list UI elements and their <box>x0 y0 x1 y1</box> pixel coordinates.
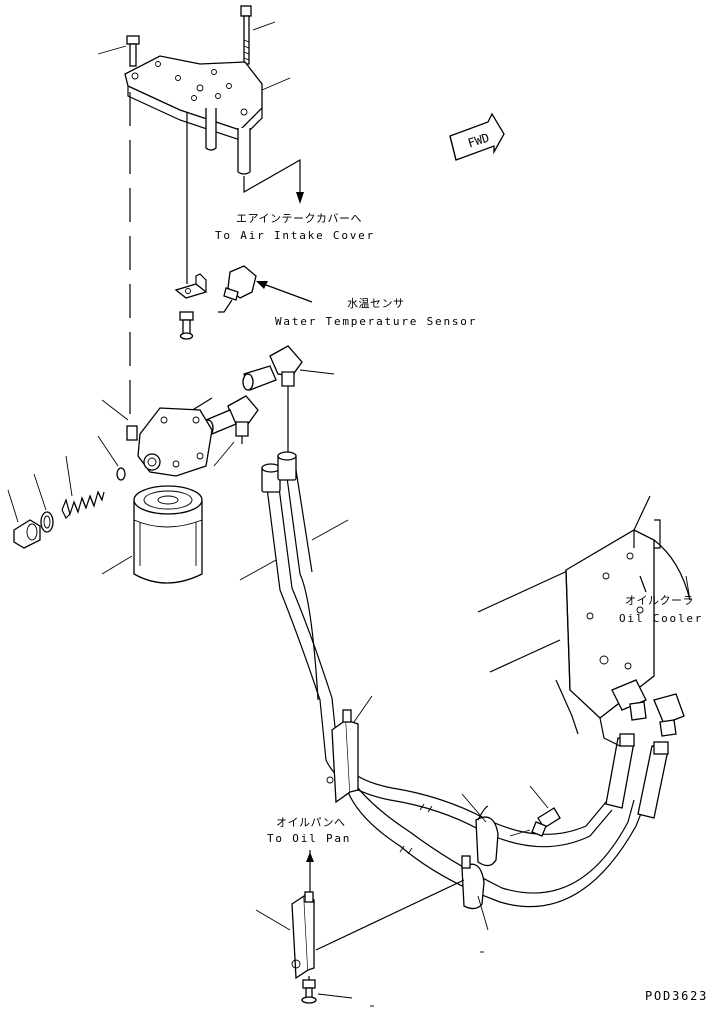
leader-hose-upper <box>311 519 349 541</box>
leader-clamp-right <box>461 793 487 823</box>
elbow-fitting-lower <box>227 395 259 437</box>
leader-fitting-lower <box>213 441 235 467</box>
air-intake-arrow-icon <box>296 192 304 204</box>
bolt-line <box>509 829 531 837</box>
fwd-arrow-icon <box>449 112 505 161</box>
oil-pan-label-jp: オイルパンへ <box>276 816 346 829</box>
hose-break-upper <box>419 803 433 813</box>
relief-spring <box>61 490 105 520</box>
bottom-bolt <box>301 979 317 1004</box>
leader-o-ring <box>97 435 119 467</box>
engine-oil-cooler <box>477 495 691 747</box>
leader-long-bolt <box>252 21 276 31</box>
hose-break-lower <box>399 845 413 855</box>
mounting-bolt <box>179 311 194 340</box>
elbow-fitting-upper <box>269 345 303 387</box>
hose-end-right <box>277 451 297 481</box>
leader-water-sensor <box>257 281 313 303</box>
sensor-clip <box>174 273 208 299</box>
oil-filter-cartridge <box>133 485 203 584</box>
oil-hose-upper <box>265 479 613 848</box>
leader-filter-cartridge <box>101 555 133 575</box>
bottom-bracket <box>291 891 315 980</box>
connector-upper <box>242 365 277 391</box>
drawing-code: POD3623 <box>645 989 709 1003</box>
leader-bottom-bolt <box>317 993 353 999</box>
leader-washer <box>33 473 47 511</box>
leader-small-bolt <box>97 45 127 55</box>
long-bolt <box>240 5 252 65</box>
leader-clamp-middle <box>353 695 373 723</box>
bracket-link-line <box>315 879 465 951</box>
air-intake-label-jp: エアインテークカバーへ <box>236 212 362 225</box>
plug <box>13 519 41 549</box>
leader-filter-head <box>101 399 129 421</box>
filter-head <box>126 407 213 477</box>
oil-pan-label-en: To Oil Pan <box>267 832 352 845</box>
hose-clamp-middle <box>326 709 359 804</box>
leader-bottom-bracket <box>255 909 291 931</box>
air-intake-label-en: To Air Intake Cover <box>215 229 376 242</box>
leader-clamp-lower <box>477 895 489 931</box>
leader-elbow-upper <box>299 369 335 375</box>
hose-end-cooler-right <box>637 741 669 819</box>
water-sensor-label-jp: 水温センサ <box>347 297 405 310</box>
small-bolt <box>126 35 140 67</box>
leader-plug <box>7 489 19 523</box>
hose-end-left <box>261 463 281 493</box>
leader-bracket <box>261 77 291 91</box>
oil-cooler-label-en: Oil Cooler <box>619 612 704 625</box>
leader-spring <box>65 455 73 497</box>
water-sensor-label-en: Water Temperature Sensor <box>275 315 478 328</box>
oil-pan-arrow-icon <box>306 852 314 862</box>
sensor-arrow-icon <box>256 281 268 289</box>
water-temperature-sensor <box>218 265 257 313</box>
air-intake-route-line <box>243 158 301 196</box>
hose-end-cooler-left <box>605 733 635 809</box>
leader-oil-cooler <box>685 575 691 601</box>
filter-bracket <box>124 55 263 175</box>
fwd-label: FWD <box>466 130 491 150</box>
leader-hose-left <box>239 559 277 581</box>
washer <box>40 511 54 533</box>
o-ring <box>116 467 126 481</box>
leader-clamp-bolt <box>529 785 549 809</box>
hose-clamp-right <box>475 805 499 867</box>
clamp-bolt <box>531 807 561 837</box>
oil-cooler-label-jp: オイルクーラ <box>625 594 694 607</box>
